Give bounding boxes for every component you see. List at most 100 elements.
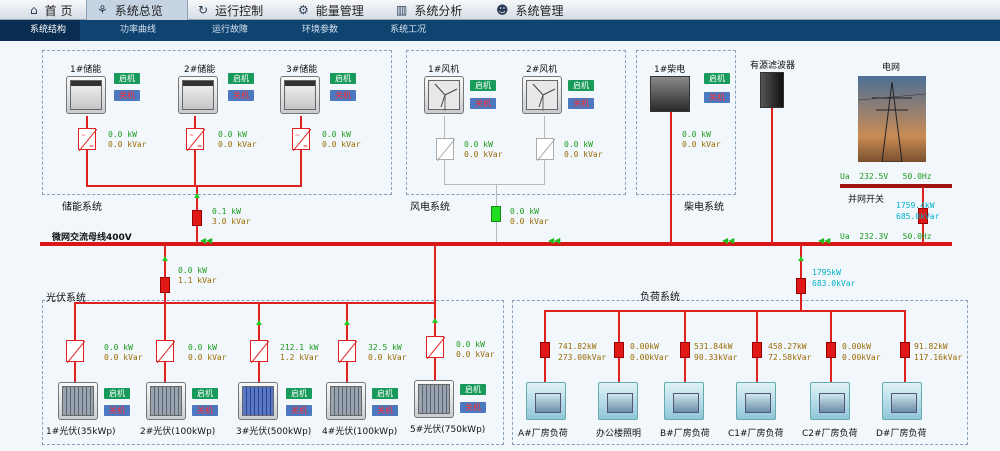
nav-admin-label: 系统管理	[515, 3, 564, 18]
tab-conditions[interactable]: 系统工况	[390, 25, 427, 35]
grid-bus-reading: Ua 232.3V 50.0Hz	[840, 232, 932, 241]
load-a-q: 273.00kVar	[558, 353, 607, 362]
diesel-start-button[interactable]: 启机	[704, 73, 730, 84]
pv-3-start-button[interactable]: 启机	[286, 388, 312, 399]
flow-arrow-icon	[162, 256, 168, 261]
storage-3-stop-button[interactable]: 关机	[330, 90, 356, 101]
load-b-q: 90.33kVar	[694, 353, 738, 362]
bus-flow-arrow-icon: ◀◀	[200, 236, 213, 245]
factory-icon	[526, 382, 566, 420]
load-panel	[512, 300, 968, 445]
storage-1-converter: ~=	[78, 128, 97, 151]
pv-collector	[74, 302, 436, 304]
wind-1-stop-button[interactable]: 关机	[470, 98, 496, 109]
wind-1-converter	[436, 138, 455, 161]
storage-title: 储能系统	[62, 202, 102, 213]
pv-2-start-button[interactable]: 启机	[192, 388, 218, 399]
load-d-breaker[interactable]	[900, 342, 910, 358]
pv-5-stop-button[interactable]: 关机	[460, 402, 486, 413]
grid-p: 1759.4kW	[896, 201, 935, 210]
storage-3-start-button[interactable]: 启机	[330, 73, 356, 84]
storage-breaker[interactable]	[192, 210, 202, 226]
load-b-breaker[interactable]	[680, 342, 690, 358]
pv-4-stop-button[interactable]: 关机	[372, 405, 398, 416]
pv-panel	[42, 300, 504, 445]
grid-breaker[interactable]	[918, 208, 928, 224]
flow-arrow-icon	[194, 193, 200, 198]
tab-faults[interactable]: 运行故障	[212, 25, 249, 35]
load-c1-breaker[interactable]	[752, 342, 762, 358]
load-office-breaker[interactable]	[614, 342, 624, 358]
pv-3-stop-button[interactable]: 关机	[286, 405, 312, 416]
load-feeder-p: 1795kW	[812, 268, 841, 277]
pv-2-name: 2#光伏(100kWp)	[140, 427, 216, 437]
wind-1-start-button[interactable]: 启机	[470, 80, 496, 91]
nav-control[interactable]: ↻运行控制	[188, 0, 288, 20]
tab-structure[interactable]: 系统结构	[0, 20, 81, 41]
nav-overview[interactable]: ⚘系统总览	[86, 0, 188, 20]
diesel-wire	[670, 112, 672, 243]
tab-power-curve[interactable]: 功率曲线	[120, 25, 157, 35]
load-a-breaker[interactable]	[540, 342, 550, 358]
storage-3-converter: ~=	[292, 128, 311, 151]
flow-arrow-icon	[256, 320, 262, 325]
nav-home[interactable]: ⌂首 页	[0, 0, 86, 20]
diesel-panel	[636, 50, 736, 195]
pv-2-converter	[156, 340, 175, 363]
load-c2-q: 0.00kVar	[842, 353, 881, 362]
diesel-stop-button[interactable]: 关机	[704, 92, 730, 103]
factory-icon	[810, 382, 850, 420]
nav-home-label: 首 页	[44, 3, 73, 18]
load-breaker[interactable]	[796, 278, 806, 294]
storage-2-wire	[194, 116, 196, 186]
pv-1-start-button[interactable]: 启机	[104, 388, 130, 399]
diesel-generator-icon	[650, 76, 690, 112]
sub-nav: 系统结构 功率曲线 运行故障 环境参数 系统工况	[0, 20, 1000, 41]
tab-environment[interactable]: 环境参数	[302, 25, 339, 35]
nav-analysis[interactable]: ▥系统分析	[386, 0, 486, 20]
load-c2-p: 0.00kW	[842, 342, 871, 351]
pv-1-stop-button[interactable]: 关机	[104, 405, 130, 416]
grid-q: 685.0kVar	[896, 212, 940, 221]
solar-panel-icon	[58, 382, 98, 420]
load-office-q: 0.00kVar	[630, 353, 669, 362]
svg-text:~: ~	[189, 132, 194, 139]
grid-name: 电网	[882, 63, 901, 73]
solar-panel-icon	[414, 380, 454, 418]
wind-2-stop-button[interactable]: 关机	[568, 98, 594, 109]
load-b-name: B#厂房负荷	[660, 429, 710, 439]
wind-breaker[interactable]	[491, 206, 501, 222]
chart-icon: ▥	[396, 3, 408, 17]
bus-flow-arrow-icon: ◀◀	[722, 236, 735, 245]
pv-3-converter	[250, 340, 269, 363]
refresh-icon: ↻	[198, 3, 209, 17]
wind-2-start-button[interactable]: 启机	[568, 80, 594, 91]
top-nav: ⌂首 页 ⚘系统总览 ↻运行控制 ⚙能量管理 ▥系统分析 ☻系统管理	[0, 0, 1000, 20]
pv-2-stop-button[interactable]: 关机	[192, 405, 218, 416]
storage-1-start-button[interactable]: 启机	[114, 73, 140, 84]
nav-energy[interactable]: ⚙能量管理	[288, 0, 386, 20]
storage-1-stop-button[interactable]: 关机	[114, 90, 140, 101]
bus-flow-arrow-icon: ◀◀	[818, 236, 831, 245]
pv-5-start-button[interactable]: 启机	[460, 384, 486, 395]
load-c2-breaker[interactable]	[826, 342, 836, 358]
storage-2-start-button[interactable]: 启机	[228, 73, 254, 84]
storage-2-name: 2#储能	[184, 65, 216, 75]
storage-2-stop-button[interactable]: 关机	[228, 90, 254, 101]
structure-icon: ⚘	[97, 3, 108, 17]
pv-4-start-button[interactable]: 启机	[372, 388, 398, 399]
pv-breaker[interactable]	[160, 277, 170, 293]
nav-admin[interactable]: ☻系统管理	[486, 0, 586, 20]
storage-3-name: 3#储能	[286, 65, 318, 75]
wind-turbine-icon	[424, 76, 464, 114]
load-d-q: 117.16kVar	[914, 353, 963, 362]
filter-name: 有源滤波器	[750, 61, 796, 71]
main-bus	[40, 242, 952, 246]
pv-5-name: 5#光伏(750kWp)	[410, 425, 486, 435]
